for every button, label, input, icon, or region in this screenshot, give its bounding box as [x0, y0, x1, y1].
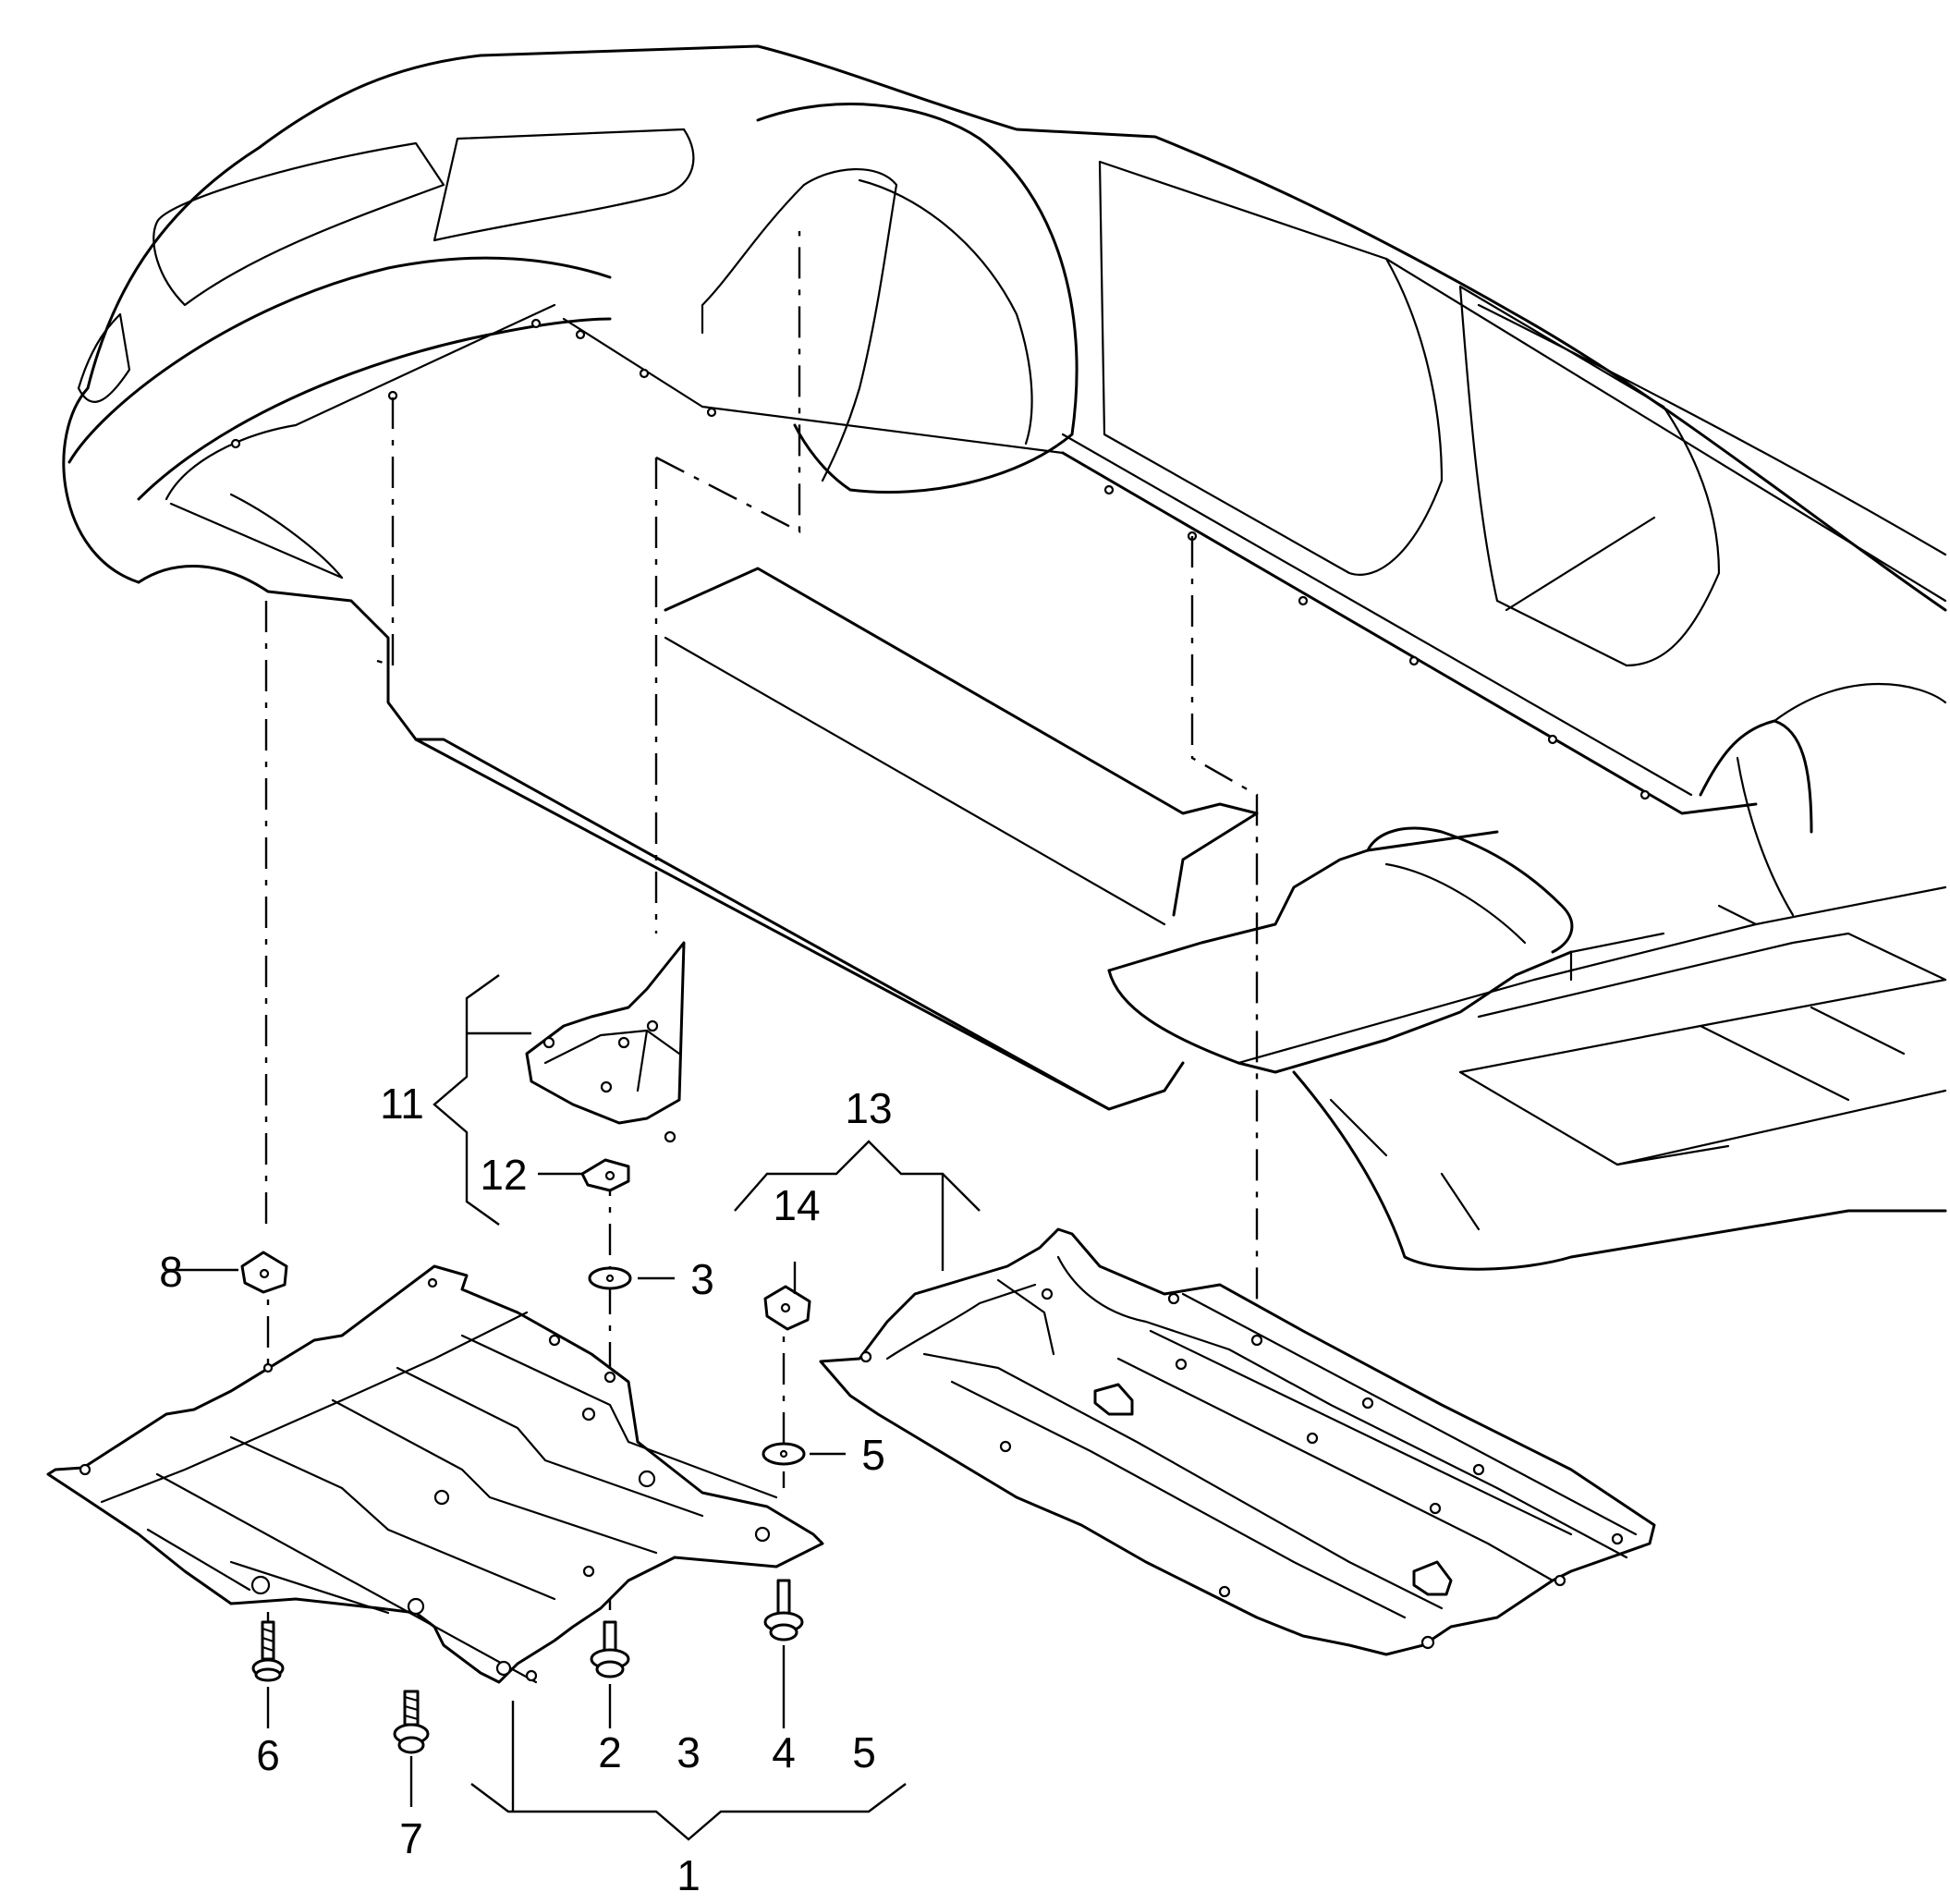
- vehicle-body: [62, 44, 1947, 1271]
- part-4-screw: [763, 1579, 804, 1642]
- callout-1: 1: [676, 1851, 701, 1899]
- part-14-clip: [763, 1285, 811, 1331]
- callout-5-bracket: 5: [852, 1728, 876, 1776]
- callout-5: 5: [861, 1431, 885, 1479]
- callout-3-bracket: 3: [676, 1728, 701, 1776]
- part-6-screw: [251, 1620, 285, 1682]
- callout-14: 14: [773, 1181, 820, 1229]
- callout-2: 2: [598, 1728, 622, 1776]
- callout-3: 3: [690, 1255, 714, 1303]
- part-3-washer: [588, 1266, 632, 1290]
- part-2-screw: [590, 1620, 630, 1678]
- part-8-clip: [240, 1251, 288, 1294]
- part-12-clip: [580, 1158, 630, 1192]
- callout-12: 12: [480, 1151, 527, 1199]
- callout-8: 8: [159, 1248, 183, 1296]
- leader-lines: [165, 974, 981, 1841]
- callout-7: 7: [399, 1814, 423, 1862]
- part-13-underbody-panel-rear: [819, 1227, 1656, 1656]
- body-mounting-holes: [230, 318, 1651, 800]
- part-1-underbody-panel-front: [46, 1264, 824, 1684]
- part-5-washer: [762, 1442, 806, 1466]
- callout-4: 4: [772, 1728, 796, 1776]
- part-7-screw: [393, 1690, 430, 1754]
- callout-labels: 1 2 3 4 5 3 5 6 7 8 11 12 13 14: [159, 1080, 892, 1899]
- callout-11: 11: [380, 1080, 424, 1128]
- callout-6: 6: [256, 1731, 280, 1779]
- callout-13: 13: [845, 1084, 892, 1132]
- part-11-splash-shield: [525, 941, 686, 1143]
